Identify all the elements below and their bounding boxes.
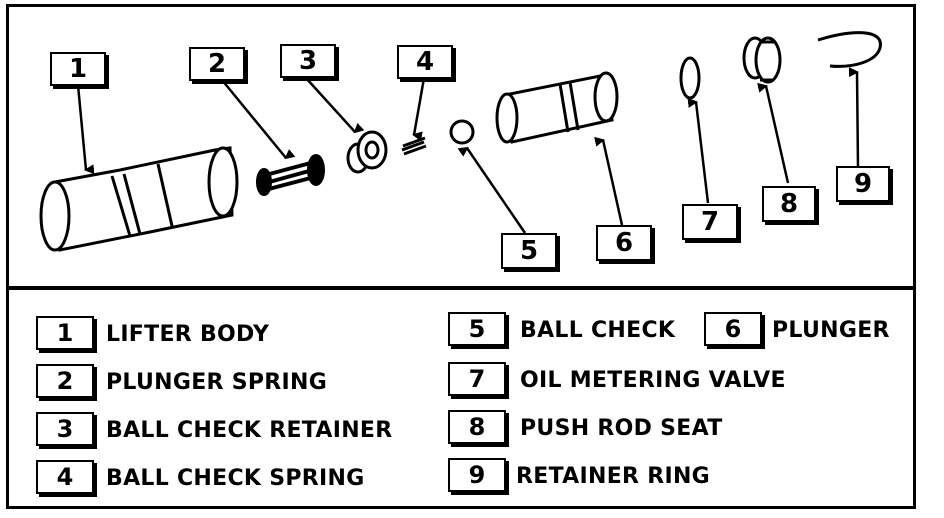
legend-number-2: 2 — [36, 364, 94, 398]
ball-check-part — [449, 119, 475, 145]
legend-label-1: LIFTER BODY — [106, 322, 270, 347]
legend-divider — [6, 286, 916, 290]
callout-7: 7 — [682, 204, 738, 240]
ball-check-retainer-part — [346, 130, 388, 174]
callout-2: 2 — [189, 47, 245, 81]
legend-number-3: 3 — [36, 412, 94, 446]
legend-number-7: 7 — [448, 362, 506, 396]
legend-label-7: OIL METERING VALVE — [520, 368, 786, 393]
lifter-body-part — [39, 146, 239, 252]
leader-lines — [76, 67, 860, 234]
callout-3: 3 — [280, 44, 336, 78]
diagram-frame — [6, 4, 916, 509]
callout-4: 4 — [397, 45, 453, 79]
plunger-part — [495, 71, 619, 144]
legend-label-8: PUSH ROD SEAT — [520, 416, 723, 441]
callout-1: 1 — [50, 52, 106, 86]
legend-number-6: 6 — [704, 312, 762, 346]
ball-check-spring-part — [401, 136, 427, 156]
callout-6: 6 — [596, 225, 652, 261]
legend-number-9: 9 — [448, 458, 506, 492]
legend-label-4: BALL CHECK SPRING — [106, 466, 365, 491]
legend-label-9: RETAINER RING — [516, 464, 711, 489]
callout-9: 9 — [836, 166, 890, 202]
legend-number-4: 4 — [36, 460, 94, 494]
legend-number-5: 5 — [448, 312, 506, 346]
legend-label-6: PLUNGER — [772, 318, 890, 343]
legend-label-5: BALL CHECK — [520, 318, 676, 343]
plunger-spring-part — [256, 154, 325, 196]
legend-number-8: 8 — [448, 410, 506, 444]
retainer-ring-part — [817, 31, 882, 68]
legend-number-1: 1 — [36, 316, 94, 350]
push-rod-seat-part — [742, 36, 782, 84]
callout-5: 5 — [501, 233, 557, 269]
legend-label-2: PLUNGER SPRING — [106, 370, 328, 395]
callout-8: 8 — [762, 186, 816, 222]
oil-metering-valve-part — [679, 56, 701, 100]
legend-label-3: BALL CHECK RETAINER — [106, 418, 393, 443]
